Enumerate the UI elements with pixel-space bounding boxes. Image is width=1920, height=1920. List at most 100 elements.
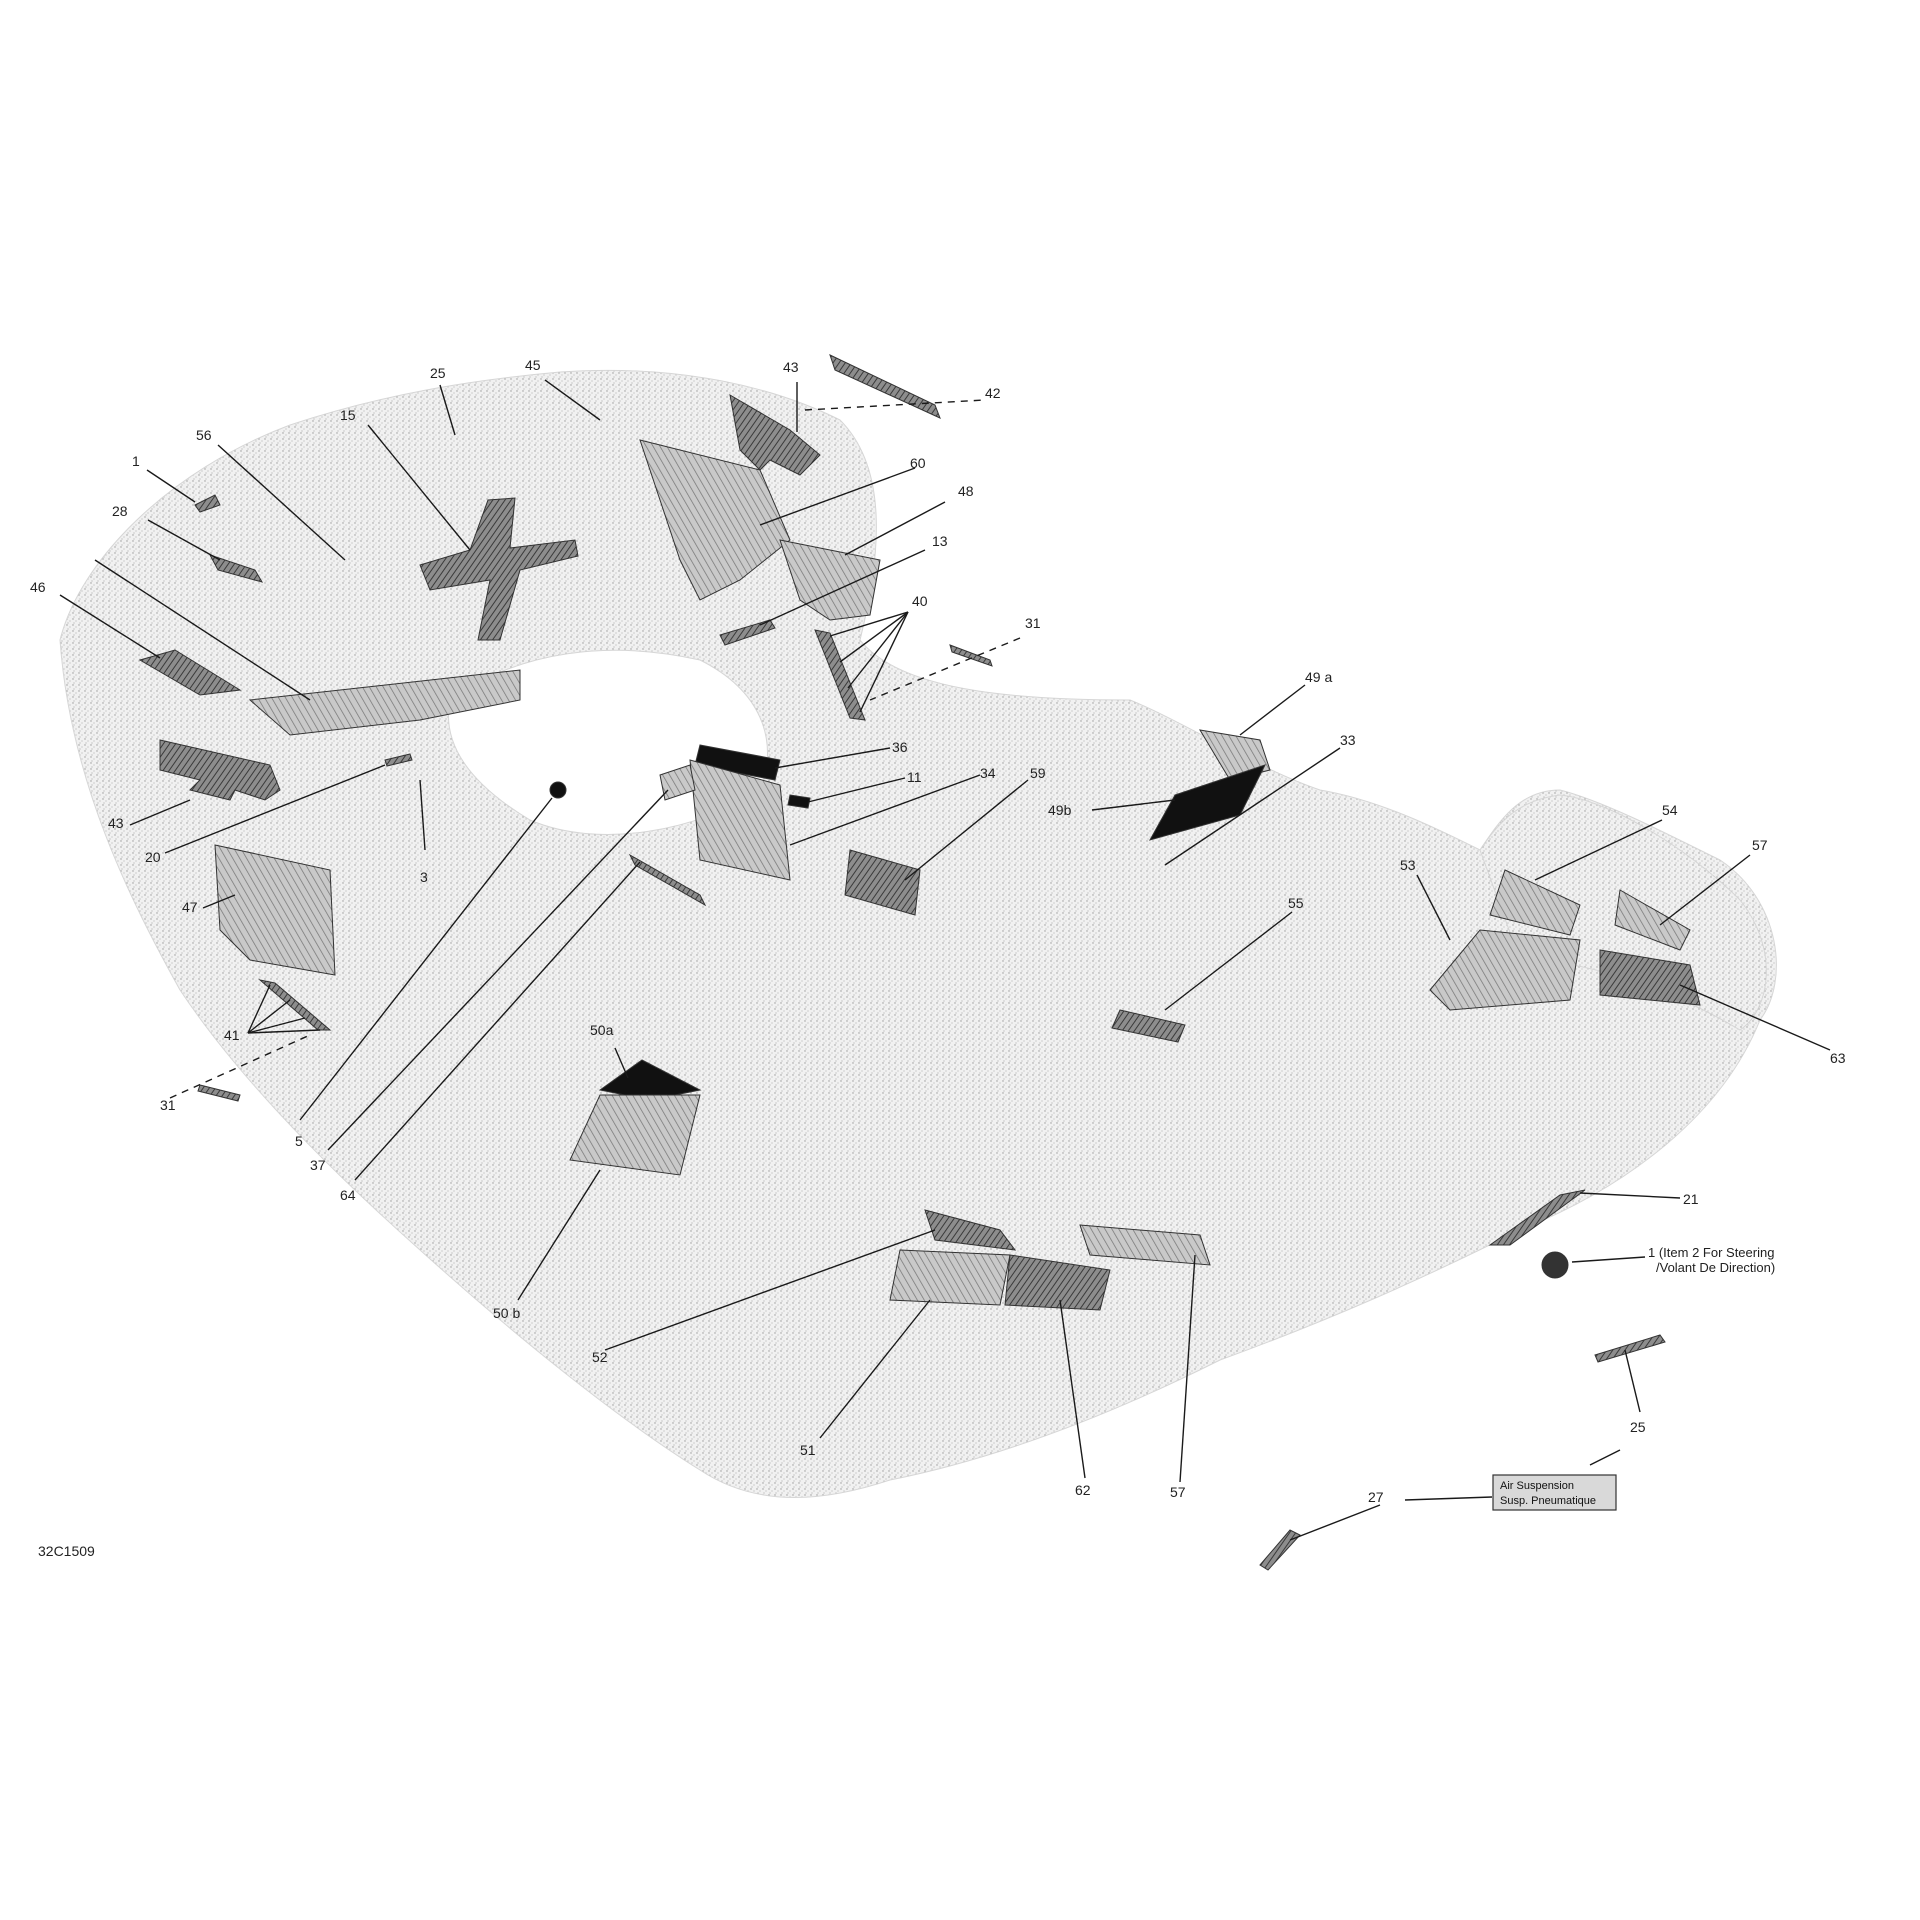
leader-62 xyxy=(1059,1299,1086,1479)
steering-note: 1 (Item 2 For Steering /Volant De Direct… xyxy=(1648,1245,1775,1275)
leader-steering xyxy=(1571,1256,1646,1263)
decal-46 xyxy=(138,649,242,696)
callout-31-right: 31 xyxy=(1025,615,1041,631)
leader-41d xyxy=(247,1029,321,1034)
leader-57b xyxy=(1179,1254,1196,1483)
decal-28 xyxy=(1594,1334,1666,1363)
leader-42 xyxy=(804,399,986,411)
leader-37 xyxy=(327,789,669,1151)
callout-62: 62 xyxy=(1075,1482,1091,1498)
decal-59-emblem xyxy=(844,849,921,916)
drawing-number: 32C1509 xyxy=(38,1543,95,1559)
callout-37: 37 xyxy=(310,1157,326,1173)
callout-50a: 50a xyxy=(590,1022,614,1038)
callout-43-side: 43 xyxy=(108,815,124,831)
decal-20 xyxy=(384,753,413,767)
leader-25b xyxy=(1589,1449,1621,1466)
decal-1-top xyxy=(194,494,221,513)
decal-21 xyxy=(1488,1189,1586,1246)
leader-21 xyxy=(1579,1192,1681,1199)
leader-3 xyxy=(419,779,426,851)
decal-47-panel xyxy=(214,844,336,976)
decal-57-side xyxy=(1079,1224,1211,1266)
suspension-label-line1: Air Suspension xyxy=(1500,1480,1574,1492)
hull-body xyxy=(59,369,1777,1498)
callout-1: 1 xyxy=(132,453,140,469)
decal-34-block xyxy=(689,759,791,881)
decal-52 xyxy=(924,1209,1017,1251)
steering-note-line2: /Volant De Direction) xyxy=(1656,1260,1776,1275)
callout-57-side: 57 xyxy=(1170,1484,1186,1500)
leader-45 xyxy=(544,379,601,421)
decal-42 xyxy=(829,354,941,419)
decal-48-panel xyxy=(779,539,881,621)
callout-47: 47 xyxy=(182,899,198,915)
leader-1 xyxy=(146,469,196,503)
suspension-label-line2: Susp. Pneumatique xyxy=(1500,1495,1596,1507)
leader-40a xyxy=(829,611,909,637)
callout-55: 55 xyxy=(1288,895,1304,911)
callout-36: 36 xyxy=(892,739,908,755)
leader-46 xyxy=(59,594,161,659)
decal-51-side xyxy=(889,1249,1011,1306)
leader-40b xyxy=(839,611,909,663)
leader-40c xyxy=(847,611,909,689)
decal-49a xyxy=(1199,729,1271,781)
leader-5 xyxy=(299,797,553,1121)
leader-56 xyxy=(217,444,346,561)
leader-41a xyxy=(247,984,271,1034)
steering-note-line1: 1 (Item 2 For Steering xyxy=(1648,1245,1775,1260)
callout-46: 46 xyxy=(30,579,46,595)
callout-63: 63 xyxy=(1830,1050,1846,1066)
callout-3: 3 xyxy=(420,869,428,885)
suspension-label-box: Air Suspension Susp. Pneumatique xyxy=(1492,1474,1617,1511)
decal-x-graphic xyxy=(419,497,579,641)
leader-20 xyxy=(164,764,386,854)
callout-5: 5 xyxy=(295,1133,303,1149)
decal-31-left xyxy=(197,1084,241,1102)
leader-54 xyxy=(1534,819,1663,881)
leader-28b xyxy=(1624,1349,1641,1413)
decal-11 xyxy=(787,794,811,809)
callout-numbers: 1 56 15 25 45 43 42 60 48 13 40 31 28 46… xyxy=(30,357,1846,1505)
decal-43-side xyxy=(159,739,281,801)
leader-43b xyxy=(129,799,191,826)
callout-28-lower: 25 xyxy=(1630,1419,1646,1435)
decal-55 xyxy=(1111,1009,1186,1043)
decal-63 xyxy=(1599,949,1701,1006)
decal-27 xyxy=(1259,1529,1301,1571)
callout-52: 52 xyxy=(592,1349,608,1365)
callout-42: 42 xyxy=(985,385,1001,401)
callout-57-front: 57 xyxy=(1752,837,1768,853)
callout-45: 45 xyxy=(525,357,541,373)
callout-34: 34 xyxy=(980,765,996,781)
leader-49a xyxy=(1239,684,1306,736)
callout-49a: 49 a xyxy=(1305,669,1332,685)
callout-20: 20 xyxy=(145,849,161,865)
leader-33 xyxy=(1164,747,1341,866)
callout-48: 48 xyxy=(958,483,974,499)
decal-64-strip xyxy=(628,853,707,907)
leader-51 xyxy=(819,1299,931,1439)
decal-43-front xyxy=(729,394,821,476)
leader-41c xyxy=(247,1017,306,1034)
leader-61 xyxy=(94,559,311,701)
leader-27-box xyxy=(1404,1496,1493,1501)
leader-41b xyxy=(247,999,291,1034)
leader-64 xyxy=(354,861,641,1181)
leader-60 xyxy=(759,467,916,526)
decal-5-dot xyxy=(549,781,567,799)
leader-lines xyxy=(59,379,1831,1541)
decal-53 xyxy=(1429,929,1581,1011)
decal-50b xyxy=(569,1094,701,1176)
callout-25: 25 xyxy=(430,365,446,381)
decal-61-strip xyxy=(248,669,521,736)
leader-63 xyxy=(1679,984,1831,1051)
leader-34 xyxy=(789,774,981,846)
leader-57a xyxy=(1659,854,1751,926)
leader-48 xyxy=(844,501,946,556)
callout-13: 13 xyxy=(932,533,948,549)
leader-25 xyxy=(439,384,456,436)
callout-41: 41 xyxy=(224,1027,240,1043)
